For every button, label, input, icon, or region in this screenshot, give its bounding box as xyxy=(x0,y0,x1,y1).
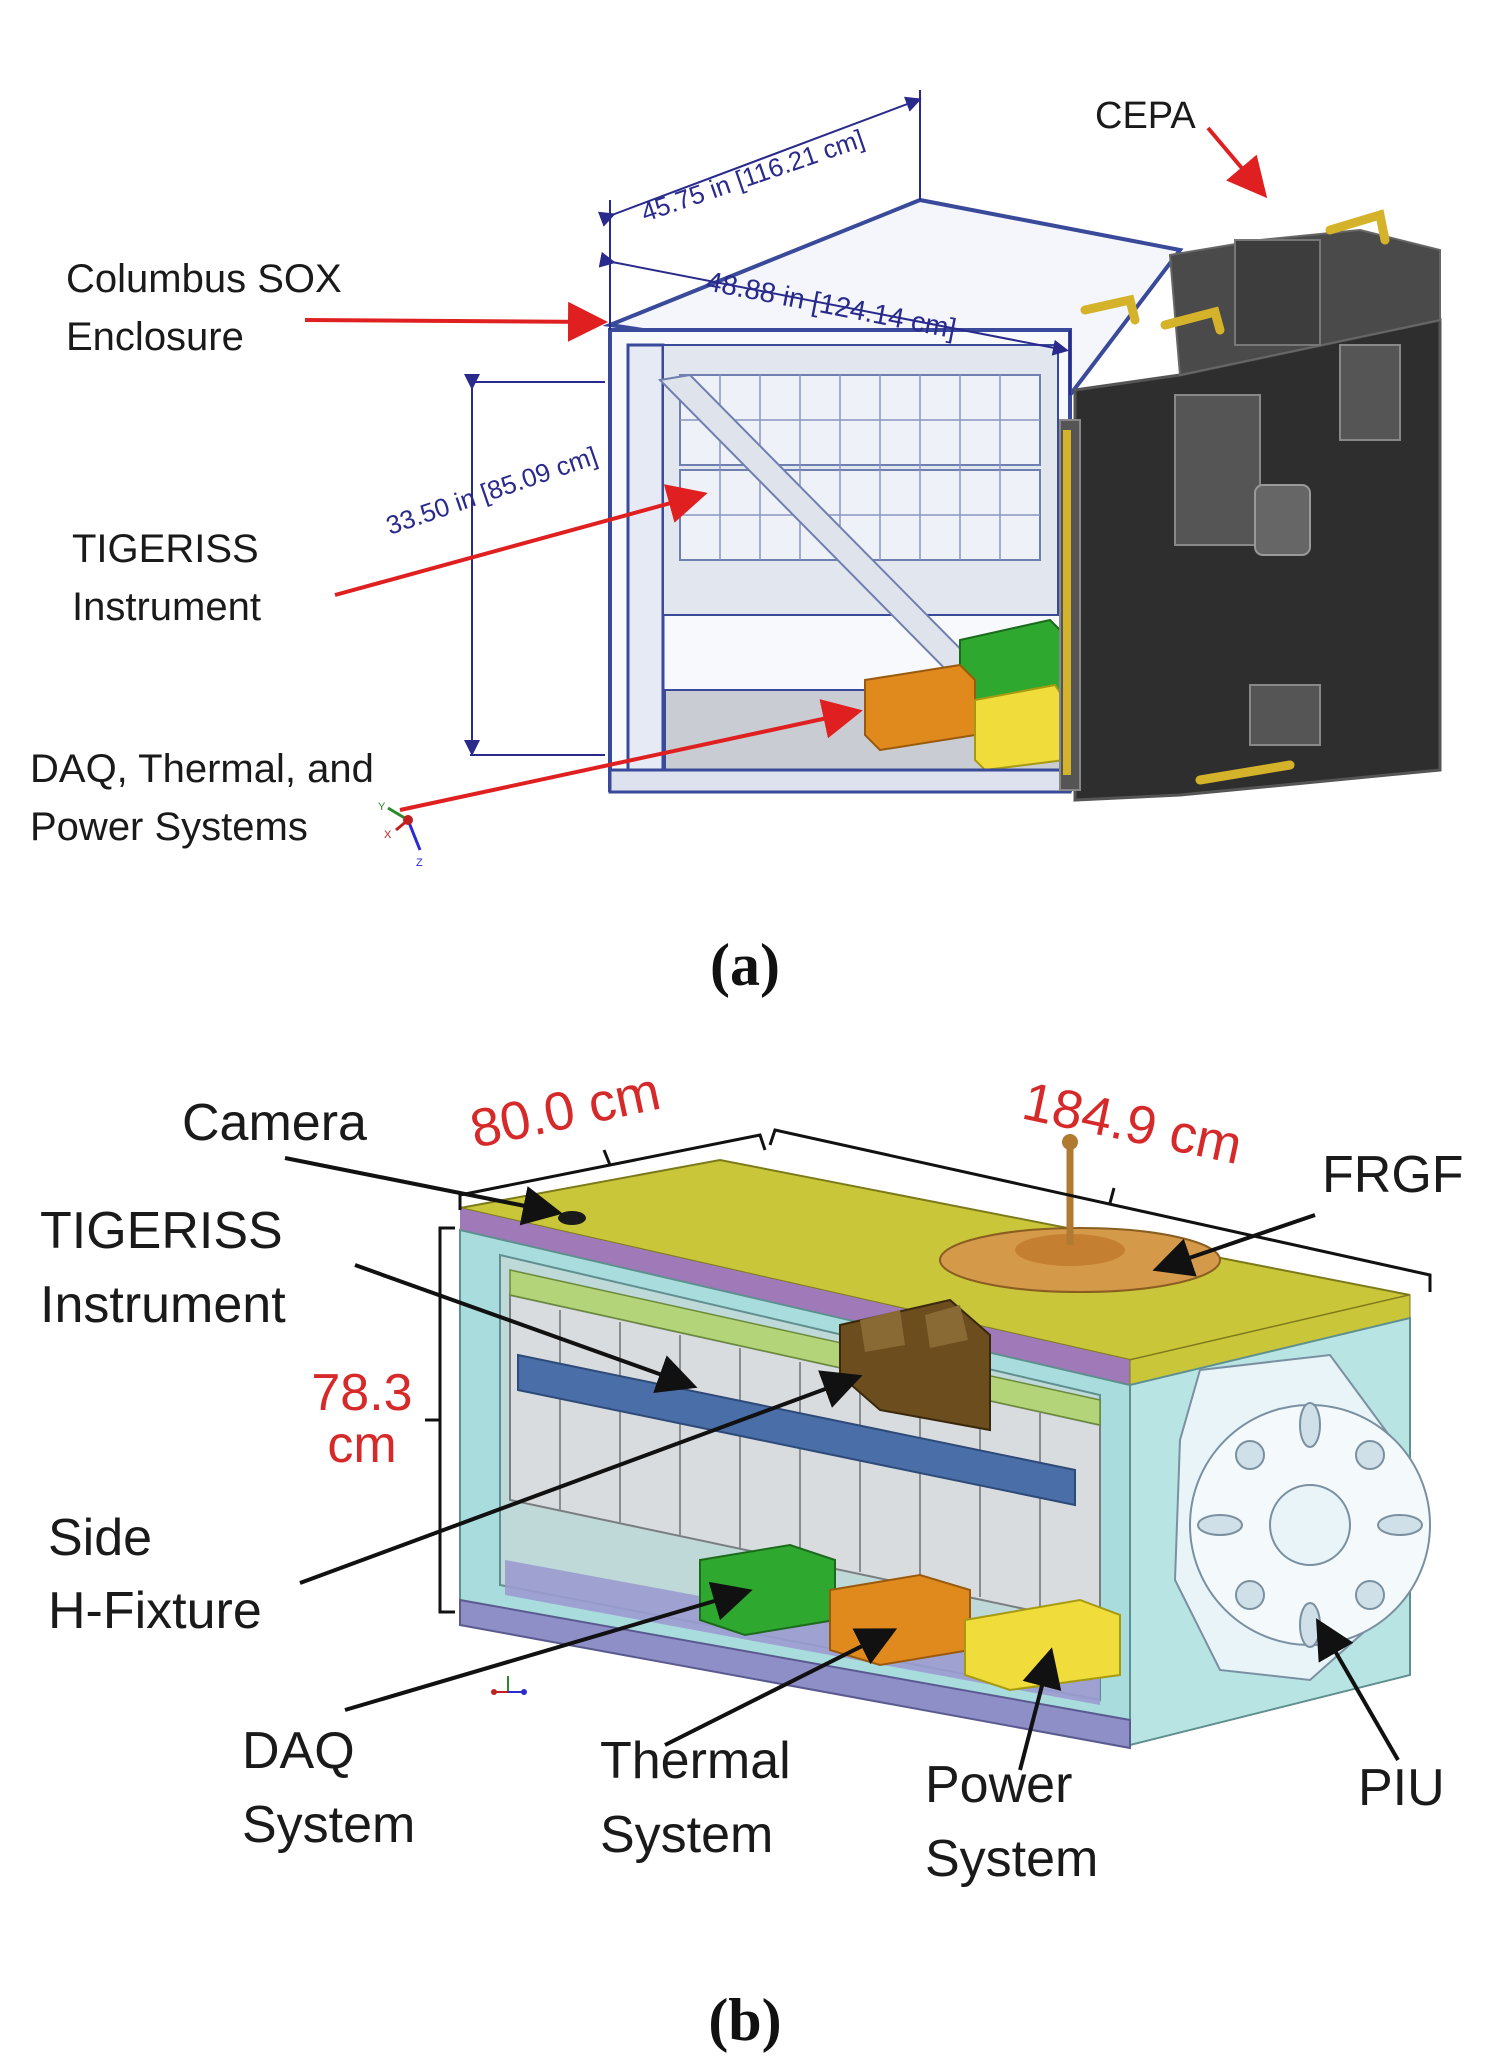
cepa-assembly xyxy=(1059,209,1442,802)
dimension-lines-b xyxy=(425,1128,1432,1614)
label-camera: Camera xyxy=(182,1094,367,1152)
label-columbus-sox-line1: Columbus SOX xyxy=(66,257,342,301)
label-daq-a-line1: DAQ, Thermal, and xyxy=(30,747,374,791)
panel-a-subsystem-boxes xyxy=(864,618,1071,772)
callout-arrows-b xyxy=(284,1156,1400,1771)
axis-label-x: X xyxy=(384,829,392,841)
piu-interface xyxy=(1173,1353,1431,1682)
panel-a: 45.75 in [116.21 cm] 48.88 in [124.14 cm… xyxy=(30,90,1442,998)
dimension-height-b-line2: cm xyxy=(327,1416,396,1474)
label-thermal-line1: Thermal xyxy=(600,1732,791,1790)
label-power-line2: System xyxy=(925,1830,1098,1888)
label-tigeriss-b-line2: Instrument xyxy=(40,1276,286,1334)
label-columbus-sox-line2: Enclosure xyxy=(66,315,244,359)
panel-b: 80.0 cm 184.9 cm 78.3 cm Camera TIGERISS… xyxy=(40,1061,1464,2053)
caption-a: (a) xyxy=(710,932,780,998)
label-tigeriss-a-line1: TIGERISS xyxy=(72,527,259,571)
dimension-lines-a xyxy=(464,90,1071,756)
label-tigeriss-a-line2: Instrument xyxy=(72,585,261,629)
camera-device xyxy=(558,1211,586,1225)
dimension-depth-a: 45.75 in [116.21 cm] xyxy=(637,123,868,227)
side-h-fixture xyxy=(839,1298,991,1432)
label-tigeriss-b-line1: TIGERISS xyxy=(40,1202,283,1260)
floor-plate xyxy=(459,1598,1131,1750)
label-side-line2: H-Fixture xyxy=(48,1582,262,1640)
dimension-height-a: 33.50 in [85.09 cm] xyxy=(382,440,601,540)
axis-triad-b xyxy=(491,1676,527,1695)
label-daq-b-line2: System xyxy=(242,1796,415,1854)
label-piu: PIU xyxy=(1358,1759,1445,1817)
label-power-line1: Power xyxy=(925,1756,1072,1814)
axis-label-z: Z xyxy=(416,857,423,869)
frgf-fixture xyxy=(939,1134,1221,1293)
label-cepa: CEPA xyxy=(1095,95,1196,137)
label-thermal-line2: System xyxy=(600,1806,773,1864)
dimension-width-b: 80.0 cm xyxy=(465,1061,665,1160)
label-side-line1: Side xyxy=(48,1509,152,1567)
label-daq-a-line2: Power Systems xyxy=(30,805,308,849)
dimension-length-b: 184.9 cm xyxy=(1018,1071,1248,1176)
label-frgf: FRGF xyxy=(1322,1146,1464,1204)
axis-triad-a: Y X Z xyxy=(378,801,423,869)
axis-label-y: Y xyxy=(378,801,386,813)
dimension-height-b-line1: 78.3 xyxy=(311,1364,412,1422)
caption-b: (b) xyxy=(708,1987,781,2053)
label-daq-b-line1: DAQ xyxy=(242,1722,355,1780)
callout-arrows-a xyxy=(304,126,1268,812)
